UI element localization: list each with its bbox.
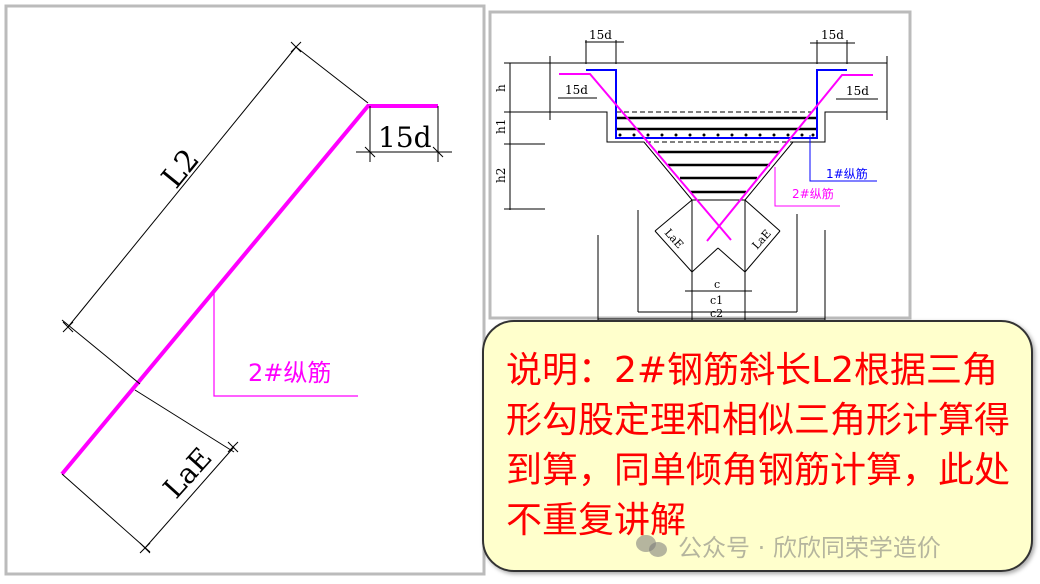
note-text: 说明：2#钢筋斜长L2根据三角形勾股定理和相似三角形计算得到算，同单倾角钢筋计算… — [506, 350, 1011, 541]
rebar2-line — [60, 104, 438, 476]
right-panel: 15d 15d 15d 15d h h1 h2 LaE LaE c c1 c2 … — [488, 10, 912, 330]
dim-15d-left: 15d — [565, 83, 588, 97]
rebar2-label: 2#纵筋 — [248, 359, 331, 387]
dimension-lines — [61, 41, 452, 554]
h-label: h — [494, 84, 508, 92]
rebar1-line — [586, 69, 847, 139]
stirrup-bars — [616, 116, 817, 194]
dim-15d-right: 15d — [846, 84, 869, 98]
rebar2-leader — [213, 290, 358, 397]
dim-15d-top-right: 15d — [821, 28, 844, 42]
h2-label: h2 — [494, 168, 508, 183]
left-panel-frame — [4, 4, 486, 576]
right-labels: 15d 15d 15d 15d h h1 h2 LaE LaE c c1 c2 — [494, 28, 869, 320]
c1-label: c1 — [710, 294, 723, 307]
rebar1-label: 1#纵筋 — [826, 166, 868, 181]
h1-label: h1 — [494, 119, 508, 134]
watermark-text: 公众号 · 欣欣同荣学造价 — [678, 534, 941, 562]
wechat-icon — [636, 533, 670, 559]
rebar1-leader — [809, 135, 877, 182]
left-panel: L2 LaE 15d 2#纵筋 — [4, 4, 486, 576]
explanation-note: 说明：2#钢筋斜长L2根据三角形勾股定理和相似三角形计算得到算，同单倾角钢筋计算… — [482, 320, 1033, 572]
dim-15d-top-left: 15d — [589, 28, 612, 42]
rebar2-leader-right — [774, 167, 840, 207]
watermark: 公众号 · 欣欣同荣学造价 — [636, 528, 941, 563]
rebar2-right-line — [706, 74, 873, 242]
dashed-lines — [616, 111, 817, 201]
section-outline — [504, 40, 888, 330]
c-label: c — [714, 278, 720, 291]
c2-label: c2 — [710, 307, 723, 320]
rebar-dots — [618, 133, 815, 137]
rebar2-left-line — [559, 73, 732, 241]
rebar2-label-right: 2#纵筋 — [792, 186, 834, 201]
15d-label: 15d — [378, 121, 432, 154]
